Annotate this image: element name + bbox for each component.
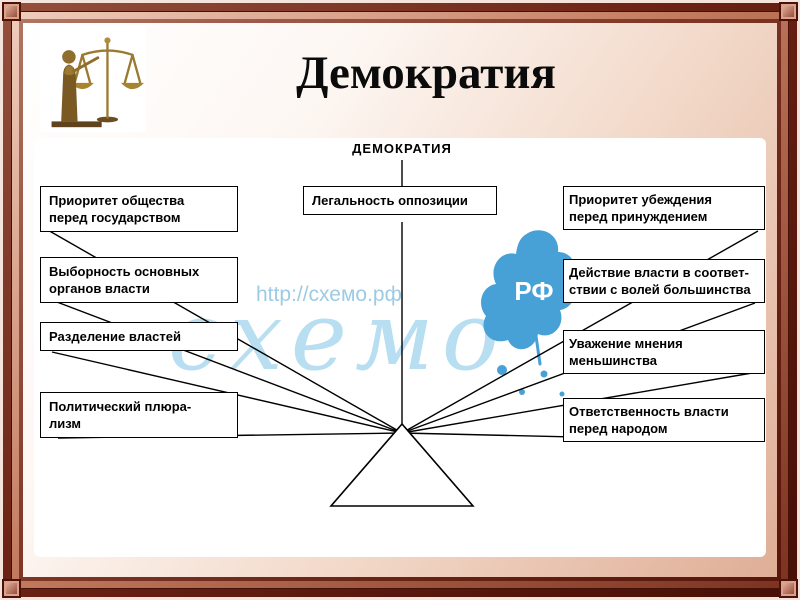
box-majority-will: Действие власти в соответ- ствии с волей… — [563, 259, 765, 304]
watermark-splash-icon: РФ — [478, 224, 590, 410]
box-minority-respect: Уважение мнения меньшинства — [563, 330, 765, 375]
box-political-pluralism: Политический плюра- лизм — [40, 392, 238, 439]
box-accountability: Ответственность власти перед народом — [563, 398, 765, 443]
box-society-priority: Приоритет общества перед государством — [40, 186, 238, 233]
watermark-badge: РФ — [514, 276, 553, 306]
slide-title: Демократия — [296, 47, 556, 99]
diagram-top-label: ДЕМОКРАТИЯ — [352, 141, 452, 156]
justice-statue-icon — [40, 26, 146, 132]
box-persuasion-priority: Приоритет убеждения перед принуждением — [563, 186, 765, 231]
frame-corner-ornament — [2, 579, 21, 598]
box-separation-of-powers: Разделение властей — [40, 322, 238, 352]
box-legal-opposition: Легальность оппозиции — [303, 186, 497, 216]
frame-corner-ornament — [779, 579, 798, 598]
frame-corner-ornament — [2, 2, 21, 21]
triangle-label: ДЕМОКРАТИЯ — [358, 488, 446, 502]
frame-corner-ornament — [779, 2, 798, 21]
box-elected-bodies: Выборность основных органов власти — [40, 257, 238, 304]
